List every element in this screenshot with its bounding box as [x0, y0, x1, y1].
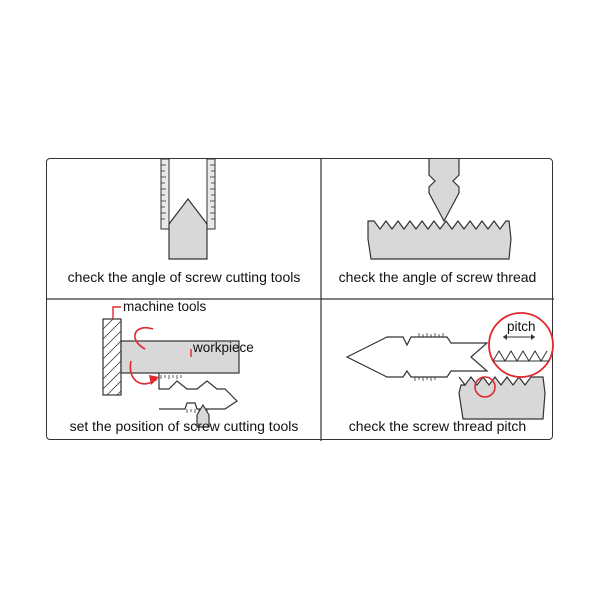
caption-tool-position: set the position of screw cutting tools: [69, 418, 299, 434]
thread-pitch-illustration: [345, 312, 554, 420]
panel-thread-pitch: pitch check the screw thread pitch: [321, 299, 554, 441]
panel-tool-angle: check the angle of screw cutting tools: [47, 159, 321, 299]
caption-thread-pitch: check the screw thread pitch: [348, 418, 527, 434]
panel-tool-position: machine tools workpiece set the position…: [47, 299, 321, 441]
caption-thread-angle: check the angle of screw thread: [338, 269, 537, 285]
thread-angle-illustration: [367, 159, 512, 260]
caption-tool-angle: check the angle of screw cutting tools: [67, 269, 301, 285]
label-machine-tools: machine tools: [123, 299, 207, 314]
tool-angle-illustration: [160, 159, 216, 260]
grid-dividers: [47, 159, 554, 441]
panel-thread-angle: check the angle of screw thread: [321, 159, 554, 299]
tool-position-illustration: [102, 306, 240, 428]
gauge-usage-grid: check the angle of screw cutting tools c…: [46, 158, 554, 441]
label-workpiece: workpiece: [193, 340, 254, 355]
label-pitch: pitch: [507, 319, 536, 334]
